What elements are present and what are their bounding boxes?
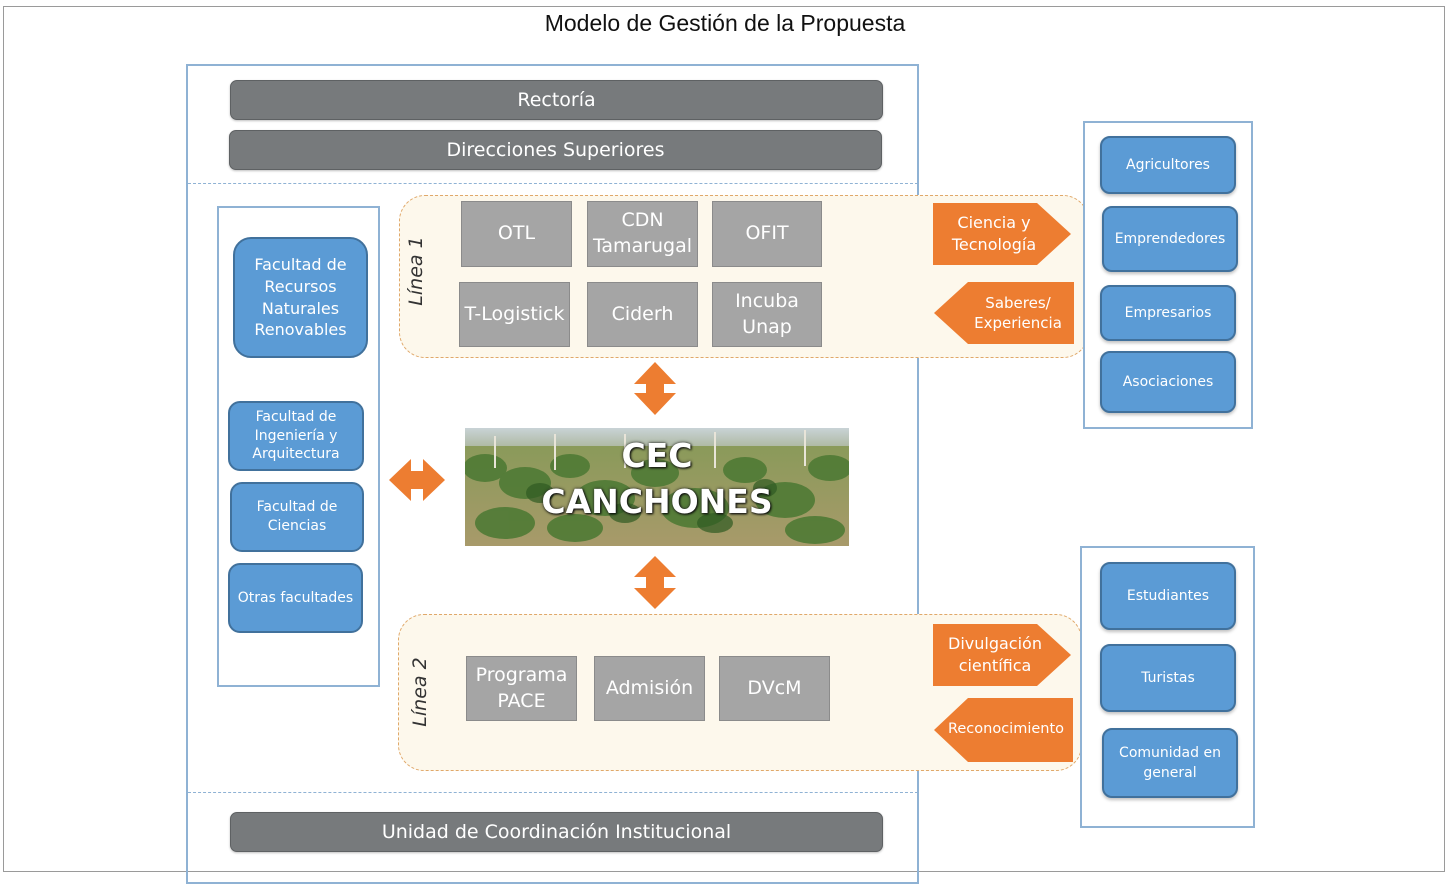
linea1-box-incuba: Incuba Unap (712, 282, 822, 347)
arrow-divulgacion-label: Divulgación científica (948, 634, 1042, 675)
faculty-recursos-naturales: Facultad de Recursos Naturales Renovable… (233, 237, 368, 358)
linea1-box-cdn: CDN Tamarugal (587, 201, 698, 267)
faculties-box (217, 206, 380, 687)
arrow-divulgacion-icon (933, 624, 1071, 686)
vineyard-image (465, 428, 849, 546)
external-estudiantes: Estudiantes (1100, 562, 1236, 630)
diagram-frame (3, 6, 1445, 872)
double-arrow-vertical-top-icon (634, 362, 676, 415)
faculty-ingenieria: Facultad de Ingeniería y Arquitectura (228, 401, 364, 471)
bottom-separator (188, 792, 918, 793)
arrow-ciencia-tecnologia-label: Ciencia y Tecnología (951, 213, 1037, 254)
external-comunidad: Comunidad en general (1102, 728, 1238, 798)
faculty-ciencias: Facultad de Ciencias (230, 482, 364, 552)
external-turistas: Turistas (1100, 644, 1236, 712)
linea1-box-tlogistick: T-Logistick (459, 282, 570, 347)
external-emprendedores: Emprendedores (1102, 206, 1238, 272)
double-arrow-horizontal-icon (389, 459, 445, 501)
linea1-box-otl: OTL (461, 201, 572, 267)
diagram-title: Modelo de Gestión de la Propuesta (544, 10, 906, 36)
arrow-saberes-icon (934, 282, 1074, 344)
linea2-box-admision: Admisión (594, 656, 705, 721)
linea1-box-ciderh: Ciderh (587, 282, 698, 347)
external-asociaciones: Asociaciones (1100, 351, 1236, 413)
external-agricultores: Agricultores (1100, 136, 1236, 194)
linea1-box-ofit: OFIT (712, 201, 822, 267)
faculty-otras: Otras facultades (228, 563, 363, 633)
double-arrow-vertical-bottom-icon (634, 556, 676, 609)
rectoria-bar: Rectoría (230, 80, 883, 120)
arrow-ciencia-tecnologia-icon (933, 203, 1071, 265)
cec-canchones-photo: CEC CANCHONES (465, 428, 849, 546)
external-empresarios: Empresarios (1100, 285, 1236, 341)
top-separator (188, 183, 918, 184)
linea2-box-pace: Programa PACE (466, 656, 577, 721)
arrow-reconocimiento-icon (934, 698, 1073, 762)
center-title-line1: CEC (621, 436, 693, 475)
direcciones-bar: Direcciones Superiores (229, 130, 882, 170)
linea2-box-dvcm: DVcM (719, 656, 830, 721)
arrow-saberes-label: Saberes/ Experiencia (974, 293, 1062, 332)
arrow-reconocimiento-label: Reconocimiento (947, 721, 1065, 738)
unidad-coordinacion-bar: Unidad de Coordinación Institucional (230, 812, 883, 852)
center-title-line2: CANCHONES (541, 482, 773, 521)
